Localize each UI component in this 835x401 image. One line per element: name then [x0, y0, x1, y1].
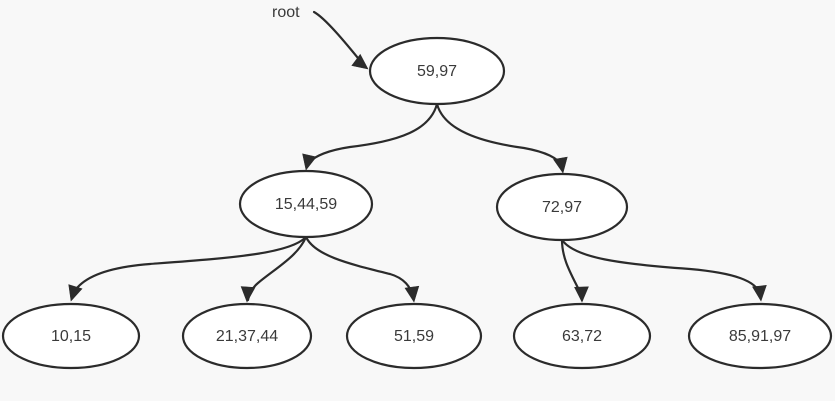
tree-edge	[312, 10, 369, 70]
tree-node[interactable]: 85,91,97	[687, 302, 833, 370]
node-label: 51,59	[394, 328, 434, 345]
node-label: 10,15	[51, 328, 91, 345]
tree-edge	[560, 238, 767, 302]
edge-arrowhead-icon	[302, 153, 317, 171]
edge-arrowhead-icon	[752, 285, 767, 302]
edge-curve	[560, 238, 762, 296]
tree-node[interactable]: 15,44,59	[238, 169, 374, 239]
edges-layer	[68, 10, 767, 303]
edge-arrowhead-icon	[553, 156, 568, 174]
tree-node[interactable]: 51,59	[345, 302, 483, 370]
edge-curve	[304, 235, 415, 299]
edge-curve	[306, 102, 439, 165]
tree-edge	[302, 102, 439, 171]
node-label: 85,91,97	[729, 328, 791, 345]
tree-node[interactable]: 10,15	[1, 302, 141, 370]
edge-arrowhead-icon	[574, 286, 589, 303]
node-ellipse[interactable]	[181, 302, 313, 370]
edge-curve	[72, 235, 308, 294]
edge-arrowhead-icon	[351, 53, 369, 70]
tree-edge	[560, 238, 589, 303]
tree-edge	[435, 102, 568, 174]
node-label: 15,44,59	[275, 196, 337, 213]
root-caption-layer: root	[272, 4, 300, 21]
node-ellipse[interactable]	[512, 302, 652, 370]
edge-arrowhead-icon	[404, 285, 420, 303]
node-ellipse[interactable]	[368, 36, 506, 106]
tree-node[interactable]: 21,37,44	[181, 302, 313, 370]
node-label: 72,97	[542, 199, 582, 216]
nodes-layer: 59,97 15,44,59 72,97 10,15 21,37,44 51,59 63,7…	[1, 36, 833, 370]
edge-curve	[435, 102, 564, 168]
node-ellipse[interactable]	[687, 302, 833, 370]
tree-edge	[68, 235, 308, 302]
node-ellipse[interactable]	[238, 169, 374, 239]
edge-arrowhead-icon	[240, 286, 256, 303]
node-ellipse[interactable]	[495, 172, 629, 242]
node-ellipse[interactable]	[1, 302, 141, 370]
node-label: 21,37,44	[216, 328, 278, 345]
tree-node[interactable]: 59,97	[368, 36, 506, 106]
edge-curve	[312, 10, 364, 65]
tree-edge	[240, 235, 308, 303]
tree-node[interactable]: 63,72	[512, 302, 652, 370]
node-ellipse[interactable]	[345, 302, 483, 370]
edge-arrowhead-icon	[68, 284, 83, 302]
edge-curve	[246, 235, 308, 302]
tree-node[interactable]: 72,97	[495, 172, 629, 242]
node-label: 63,72	[562, 328, 602, 345]
tree-edge	[304, 235, 420, 303]
node-label: 59,97	[417, 63, 457, 80]
root-caption-label: root	[272, 4, 300, 21]
